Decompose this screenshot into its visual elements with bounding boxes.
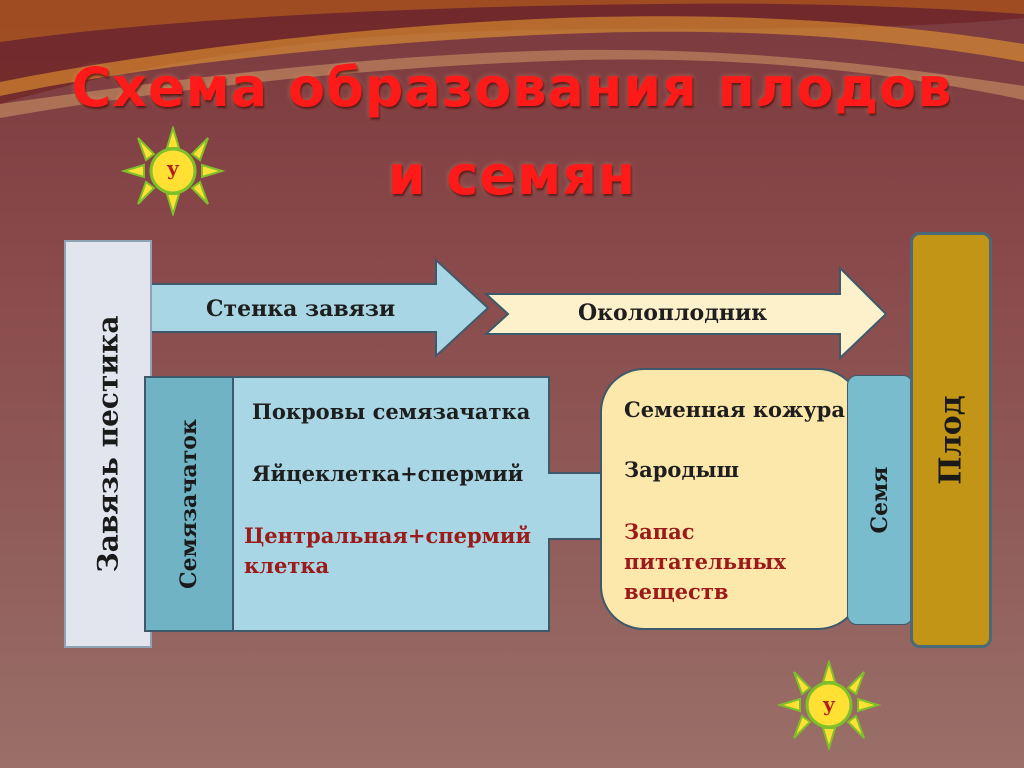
ovule-item-central-sperm: Центральная+спермий <box>244 523 532 548</box>
sun-icon: у <box>774 658 884 752</box>
seed-part-reserve-line-1: Запас <box>624 519 695 544</box>
ovary-label: Завязь пестика <box>91 315 125 573</box>
seed-part-embryo: Зародыш <box>624 457 740 482</box>
seed-parts-box <box>600 368 862 630</box>
ovule-label-column: Семязачаток <box>144 376 234 632</box>
slide-title-line-2: и семян <box>387 144 637 207</box>
seed-box: Семя <box>847 375 913 625</box>
arrow-pericarp <box>483 265 888 361</box>
ovary-box: Завязь пестика <box>64 240 152 648</box>
ovule-item-central-cell: клетка <box>244 553 330 578</box>
fruit-box: Плод <box>910 232 992 648</box>
sun-icon-label: у <box>822 692 836 716</box>
ovule-label: Семязачаток <box>176 419 202 589</box>
ovule-item-integuments: Покровы семязачатка <box>252 399 531 424</box>
fruit-label: Плод <box>933 395 969 485</box>
arrow-ovary-wall-label: Стенка завязи <box>206 296 396 322</box>
slide-title-line-1: Схема образования плодов <box>71 56 953 119</box>
arrow-pericarp-label: Околоплодник <box>578 300 768 326</box>
seed-label: Семя <box>867 466 893 534</box>
sun-icon-label: у <box>166 156 180 180</box>
seed-part-reserve-line-2: питательных <box>624 549 786 574</box>
seed-part-seed-coat: Семенная кожура <box>624 397 845 422</box>
arrow-ovary-wall <box>143 257 490 359</box>
ovule-item-egg-sperm: Яйцеклетка+спермий <box>252 461 524 486</box>
sun-icon: у <box>118 124 228 218</box>
ovule-to-seed-connector <box>548 472 608 540</box>
seed-part-reserve-line-3: веществ <box>624 579 729 604</box>
